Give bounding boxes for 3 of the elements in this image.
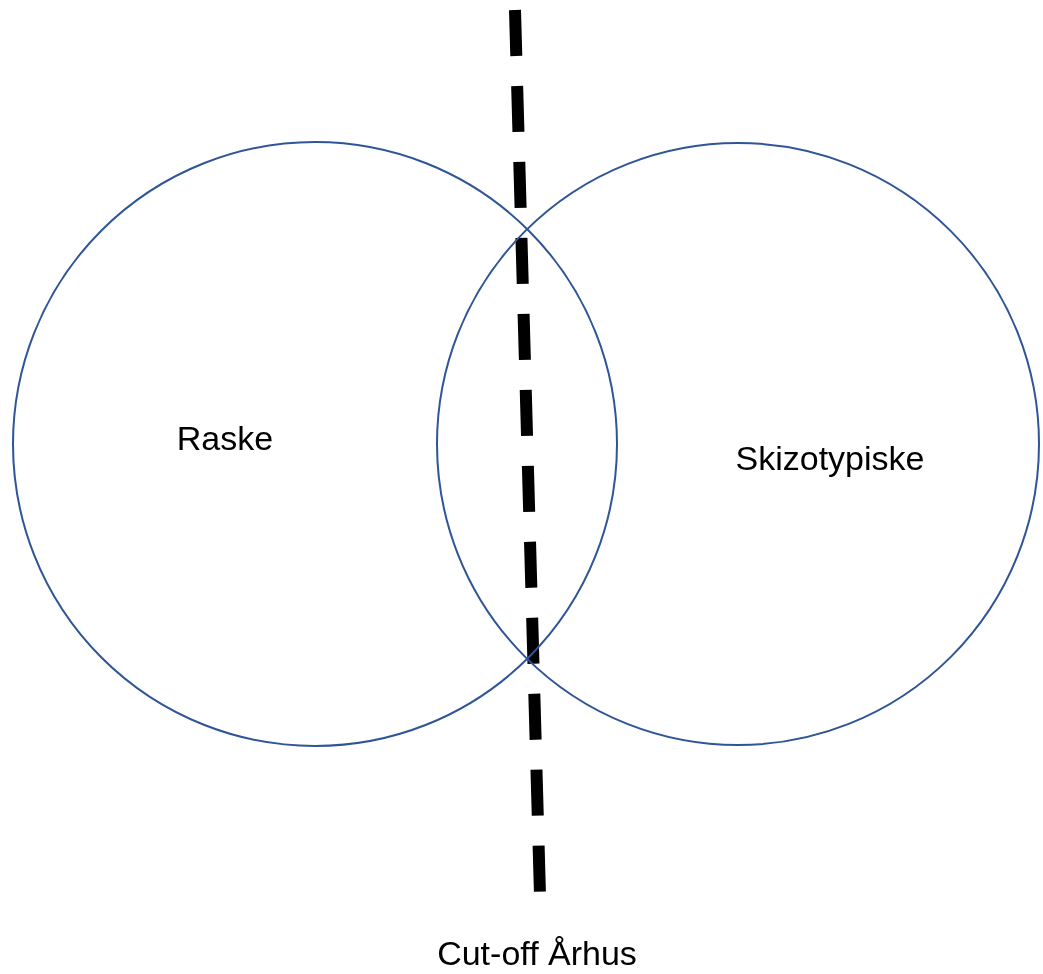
set-label: Skizotypiske — [735, 438, 925, 478]
set-label: Raske — [176, 418, 274, 458]
cutoff-label: Cut-off Århus — [437, 933, 637, 973]
